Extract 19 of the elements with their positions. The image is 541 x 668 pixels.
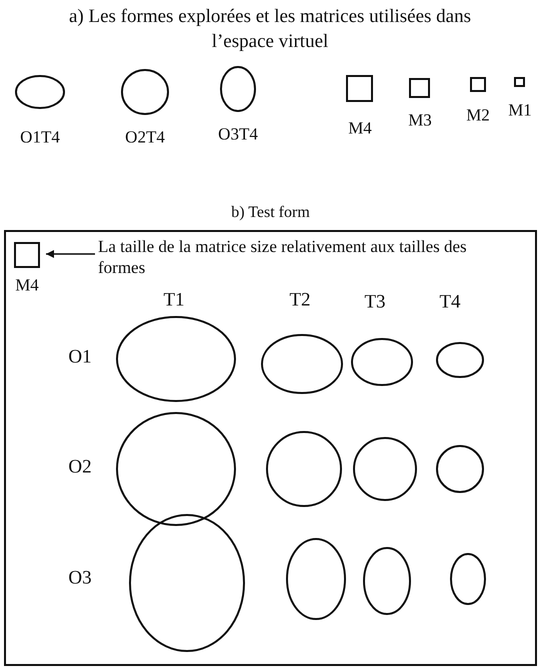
shape-label: M4	[348, 120, 372, 136]
shape-label: M2	[466, 106, 490, 124]
axis-label: T1	[163, 290, 185, 310]
diagram-title: a) Les formes explorées et les matrices utilisées dans l’espace virtuel	[68, 5, 472, 54]
shape-label: M3	[408, 112, 432, 128]
shape-label: M4	[15, 276, 39, 294]
axis-label: T3	[364, 292, 386, 312]
axis-label: T4	[439, 292, 461, 312]
axis-label: O3	[68, 568, 92, 588]
shape-label: O2T4	[125, 128, 165, 146]
frame-heading: b) Test form	[230, 204, 311, 222]
axis-label: O2	[68, 458, 92, 476]
axis-label: T2	[289, 290, 311, 310]
shape-label: O3T4	[218, 126, 258, 142]
shape-label: M1	[508, 102, 532, 118]
arrow	[46, 250, 95, 258]
shape-label: O1T4	[20, 128, 60, 146]
leader-text: La taille de la matrice size relativement aux tailles des formes	[98, 236, 468, 278]
axis-label: O1	[68, 348, 92, 366]
